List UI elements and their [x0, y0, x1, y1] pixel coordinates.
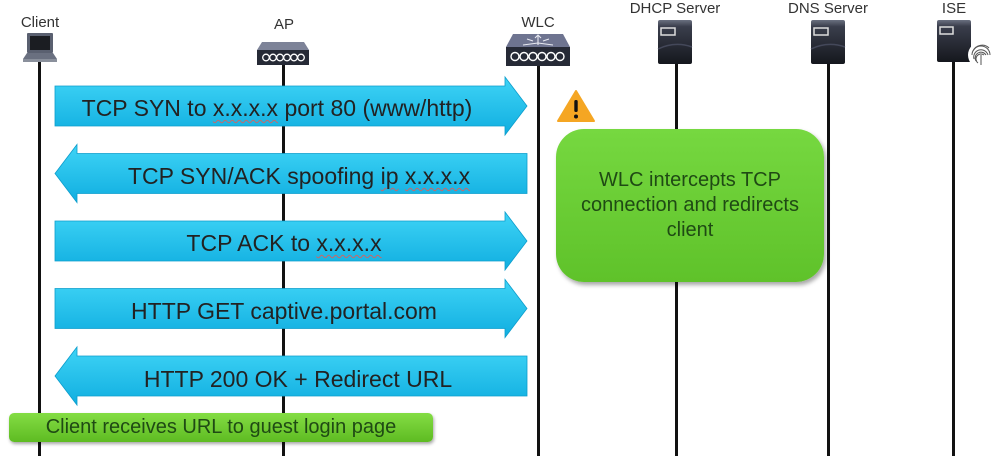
wlc-intercept-note-text: WLC intercepts TCP connection and redire…	[581, 169, 799, 241]
lifeline-dns	[827, 62, 830, 456]
message-label-2: TCP SYN/ACK spoofing ip x.x.x.x	[127, 163, 471, 189]
message-label-4: HTTP GET captive.portal.com	[131, 298, 437, 324]
actor-label-client: Client	[20, 14, 60, 31]
arrow-left	[54, 345, 528, 407]
arrow-right	[54, 75, 528, 137]
arrow-right	[54, 210, 528, 272]
actor-label-wlc: WLC	[521, 14, 555, 31]
laptop-icon	[23, 33, 57, 62]
server-icon	[657, 20, 693, 64]
actor-label-ise: ISE	[941, 0, 967, 17]
lifeline-wlc	[537, 62, 540, 456]
actor-label-dhcp: DHCP Server	[629, 0, 721, 17]
lifeline-ise	[952, 62, 955, 456]
actor-label-ap: AP	[273, 16, 295, 33]
warning-icon	[557, 90, 595, 122]
actor-label-dns: DNS Server	[787, 0, 869, 17]
arrow-left	[54, 143, 528, 204]
wireless-controller-icon	[506, 34, 570, 66]
ise-server-fingerprint-icon	[937, 20, 993, 68]
message-label-1: TCP SYN to x.x.x.x port 80 (www/http)	[81, 95, 473, 121]
wlc-intercept-note: WLC intercepts TCP connection and redire…	[556, 129, 824, 282]
lifeline-client	[38, 62, 41, 456]
message-label-5: HTTP 200 OK + Redirect URL	[143, 366, 453, 392]
message-label-3: TCP ACK to x.x.x.x	[186, 230, 382, 256]
client-receives-url-note: Client receives URL to guest login page	[9, 413, 433, 442]
server-icon	[810, 20, 846, 64]
access-point-icon	[257, 42, 309, 65]
arrow-right	[54, 278, 528, 339]
